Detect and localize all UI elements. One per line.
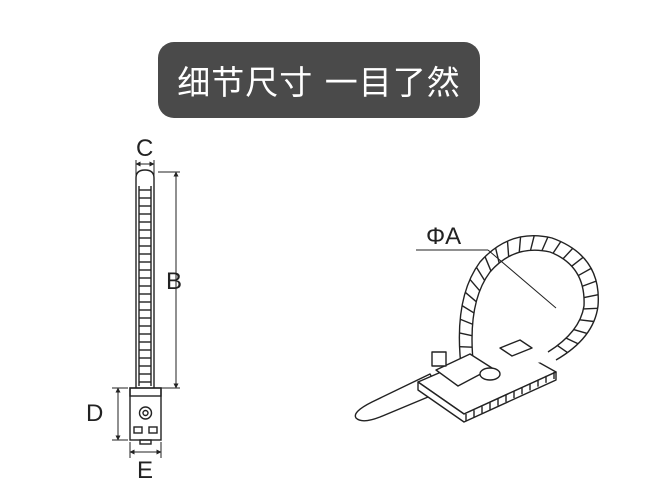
loop-segment: [552, 241, 562, 254]
base-top-band: [129, 387, 162, 397]
loop-segment: [506, 241, 510, 257]
loop-segment: [459, 345, 473, 348]
loop-segment: [464, 291, 477, 303]
loop-segment: [582, 280, 597, 287]
strap-teeth: [139, 189, 151, 383]
loop-segment: [562, 247, 574, 260]
base-slot-right: [148, 426, 158, 434]
loop-segment: [557, 344, 568, 354]
dim-d: [112, 387, 128, 441]
dim-phi-a-label: ΦA: [426, 223, 461, 250]
mount-hole: [479, 367, 501, 381]
loop-segment: [579, 319, 594, 323]
loop-inner: [471, 249, 585, 371]
loop-segment: [461, 305, 475, 314]
base-foot: [139, 439, 152, 445]
loop-segment: [583, 307, 598, 310]
loop-segment: [577, 267, 592, 277]
dim-b: [158, 171, 180, 389]
dim-c: [135, 160, 155, 176]
loop-segment: [529, 235, 535, 251]
loop-segment: [541, 236, 549, 251]
front-view: [129, 169, 162, 445]
perspective-view: [354, 235, 599, 423]
loop-segment: [573, 328, 588, 335]
dim-c-label: C: [136, 135, 153, 162]
base-hole-inner: [142, 409, 149, 417]
page-title: 细节尺寸 一目了然: [177, 63, 461, 102]
loop-segment: [484, 256, 492, 272]
loop-segment: [475, 266, 486, 281]
title-banner: 细节尺寸 一目了然: [158, 42, 480, 118]
base-hole: [138, 406, 153, 420]
loop-segment: [518, 236, 522, 253]
dim-e-label: E: [137, 457, 153, 484]
dim-d-label: D: [86, 400, 103, 427]
dim-b-label: B: [166, 268, 182, 295]
loop-segment: [565, 337, 579, 345]
loop-segment: [459, 332, 473, 337]
dim-e: [129, 442, 162, 458]
side-block: [499, 339, 533, 357]
loop-segment: [571, 256, 584, 267]
loop-segment: [583, 293, 599, 299]
base-plate-front: [417, 371, 557, 423]
base-ribs: [465, 372, 555, 421]
loop-segment: [494, 247, 500, 264]
dim-phi-a: [416, 249, 557, 309]
loop-segment: [459, 318, 473, 325]
loop-segment: [469, 278, 481, 292]
base-slot-left: [133, 426, 143, 434]
buckle-tab: [431, 351, 447, 367]
